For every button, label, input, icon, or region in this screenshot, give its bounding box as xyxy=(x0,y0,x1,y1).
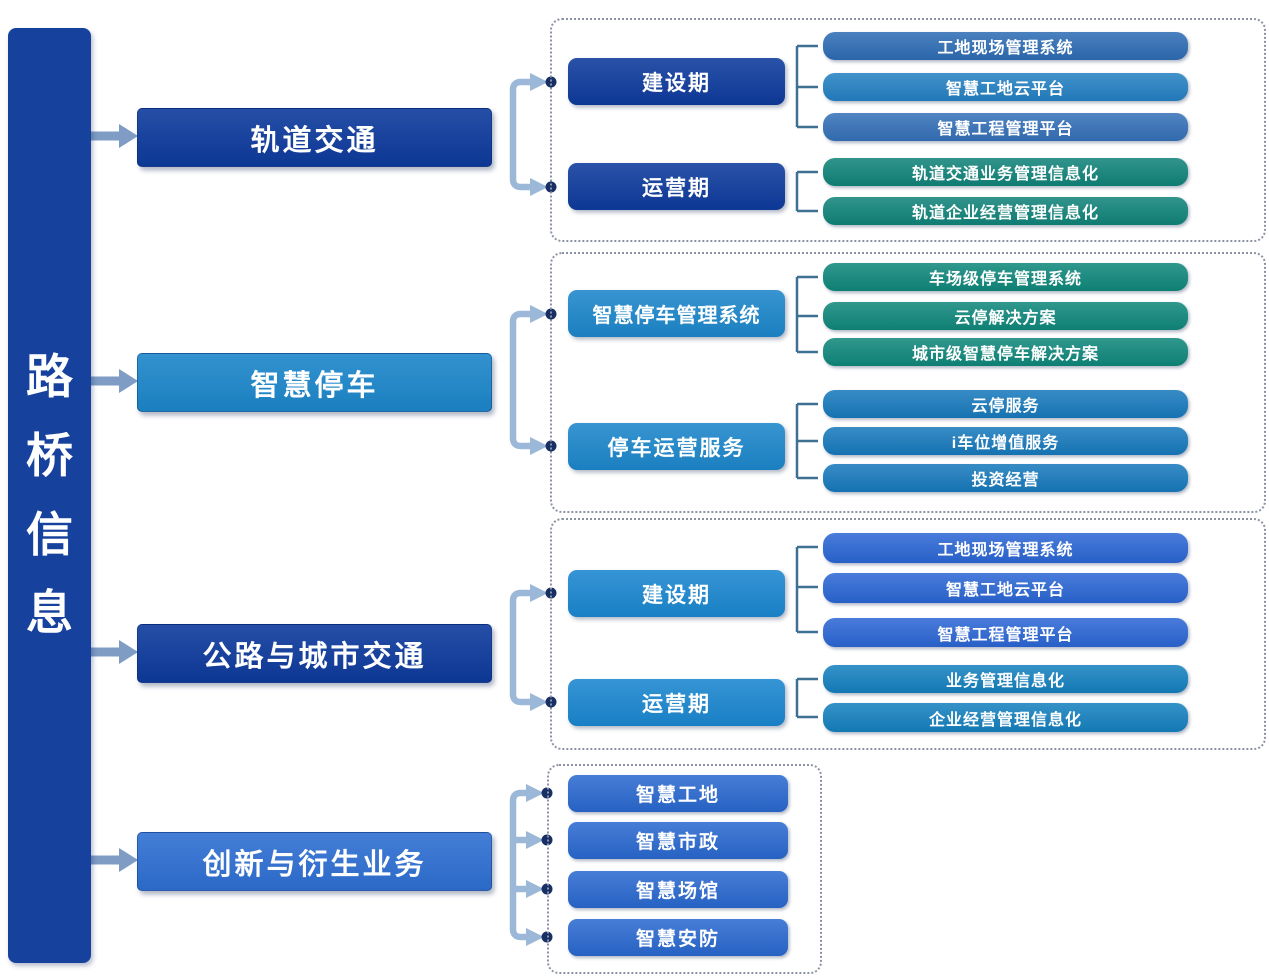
group-frame-innovation xyxy=(547,764,822,974)
leaf-box: 企业经营管理信息化 xyxy=(823,703,1188,732)
group-frame-rail-transit xyxy=(550,18,1266,242)
arrow-root-to-rail-transit xyxy=(91,124,138,148)
bracket-parking-mgmt xyxy=(795,275,818,354)
root-node: 路桥信息 xyxy=(8,28,91,963)
section-header-highway: 公路与城市交通 xyxy=(137,624,492,683)
fan-smart-parking xyxy=(509,305,548,455)
bracket-highway-construction xyxy=(795,545,818,634)
fan-innovation xyxy=(509,784,544,946)
subsection-rail-operation: 运营期 xyxy=(568,163,785,210)
bracket-rail-operation xyxy=(795,170,818,213)
innovation-item: 智慧场馆 xyxy=(568,871,788,908)
arrow-root-to-highway xyxy=(91,640,138,664)
leaf-box: 云停解决方案 xyxy=(823,302,1188,330)
group-frame-smart-parking xyxy=(550,252,1266,513)
leaf-box: 城市级智慧停车解决方案 xyxy=(823,338,1188,366)
subsection-parking-mgmt: 智慧停车管理系统 xyxy=(568,290,785,337)
group-frame-highway xyxy=(550,518,1266,750)
leaf-box: 投资经营 xyxy=(823,464,1188,492)
leaf-box: 智慧工地云平台 xyxy=(823,573,1188,603)
leaf-box: 工地现场管理系统 xyxy=(823,533,1188,563)
leaf-box: 工地现场管理系统 xyxy=(823,32,1188,60)
subsection-parking-service: 停车运营服务 xyxy=(568,423,785,470)
innovation-item: 智慧工地 xyxy=(568,775,788,812)
leaf-box: 智慧工地云平台 xyxy=(823,73,1188,101)
leaf-box: 智慧工程管理平台 xyxy=(823,113,1188,141)
section-header-innovation: 创新与衍生业务 xyxy=(137,832,492,891)
subsection-highway-operation: 运营期 xyxy=(568,679,785,726)
subsection-rail-construction: 建设期 xyxy=(568,58,785,105)
arrow-root-to-smart-parking xyxy=(91,369,138,393)
root-label: 路桥信息 xyxy=(26,349,73,640)
innovation-item: 智慧市政 xyxy=(568,822,788,859)
innovation-item: 智慧安防 xyxy=(568,919,788,956)
arrow-root-to-innovation xyxy=(91,848,138,872)
leaf-box: i车位增值服务 xyxy=(823,427,1188,455)
bracket-parking-service xyxy=(795,402,818,480)
leaf-box: 车场级停车管理系统 xyxy=(823,263,1188,291)
leaf-box: 业务管理信息化 xyxy=(823,665,1188,693)
leaf-box: 智慧工程管理平台 xyxy=(823,618,1188,647)
bracket-highway-operation xyxy=(795,677,818,719)
bracket-rail-construction xyxy=(795,44,818,129)
leaf-box: 轨道交通业务管理信息化 xyxy=(823,158,1188,186)
leaf-box: 云停服务 xyxy=(823,390,1188,418)
leaf-box: 轨道企业经营管理信息化 xyxy=(823,197,1188,225)
section-header-smart-parking: 智慧停车 xyxy=(137,353,492,412)
subsection-highway-construction: 建设期 xyxy=(568,570,785,617)
fan-highway xyxy=(509,584,548,711)
section-header-rail-transit: 轨道交通 xyxy=(137,108,492,167)
fan-rail-transit xyxy=(509,73,548,196)
